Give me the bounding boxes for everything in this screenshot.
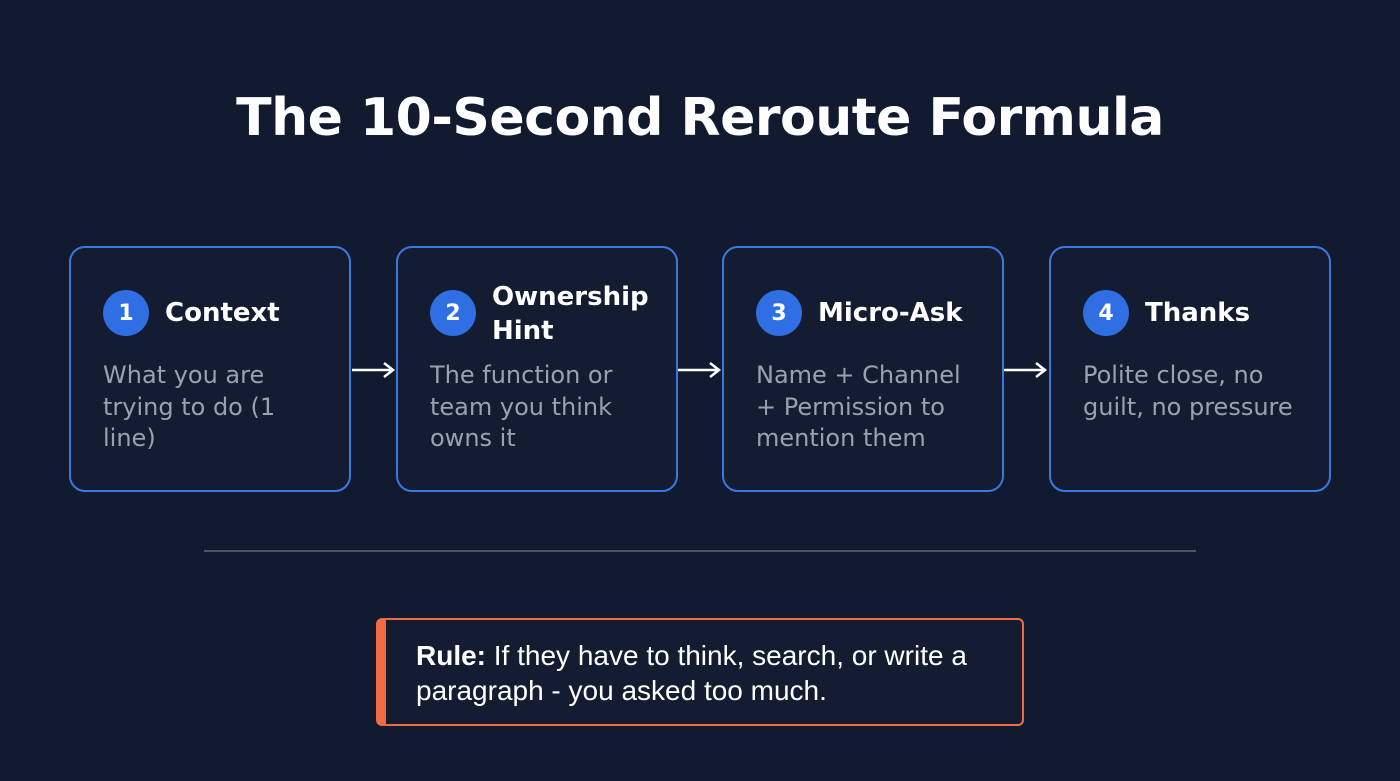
step-title: Ownership Hint <box>492 282 649 346</box>
step-title: Thanks <box>1145 298 1251 328</box>
page-title: The 10-Second Reroute Formula <box>236 88 1164 148</box>
step-title: Context <box>165 298 280 328</box>
step-card-context: 1 Context What you are trying to do (1 l… <box>69 246 351 492</box>
right-arrow-icon <box>1004 362 1048 378</box>
step-card-ownership-hint: 2 Ownership Hint The function or team yo… <box>396 246 678 492</box>
step-description: Polite close, no guilt, no pressure <box>1083 361 1293 421</box>
rule-label: Rule: <box>416 640 486 671</box>
step-title: Micro-Ask <box>818 298 963 328</box>
divider <box>204 550 1196 552</box>
step-number-badge: 4 <box>1083 290 1129 336</box>
rule-callout: Rule: If they have to think, search, or … <box>376 618 1024 726</box>
rule-body: If they have to think, search, or write … <box>416 640 967 706</box>
step-number-badge: 2 <box>430 290 476 336</box>
rule-text: Rule: If they have to think, search, or … <box>416 638 1002 708</box>
step-card-thanks: 4 Thanks Polite close, no guilt, no pres… <box>1049 246 1331 492</box>
step-number-badge: 1 <box>103 290 149 336</box>
step-description: What you are trying to do (1 line) <box>103 361 276 452</box>
step-description: Name + Channel + Permission to mention t… <box>756 361 961 452</box>
step-description: The function or team you think owns it <box>430 361 613 452</box>
step-number-badge: 3 <box>756 290 802 336</box>
right-arrow-icon <box>352 362 396 378</box>
step-card-micro-ask: 3 Micro-Ask Name + Channel + Permission … <box>722 246 1004 492</box>
right-arrow-icon <box>678 362 722 378</box>
